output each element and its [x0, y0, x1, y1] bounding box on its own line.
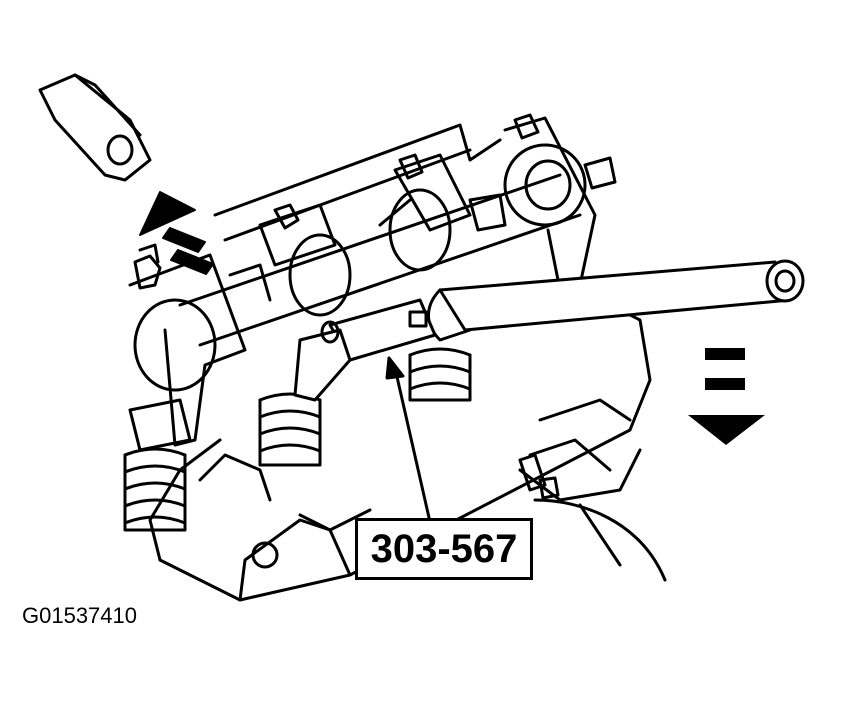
tool-number-callout: 303-567 — [355, 518, 533, 580]
bearing-cap-1 — [128, 243, 247, 447]
tool-number-label: 303-567 — [370, 526, 518, 571]
valve-spring-left — [123, 398, 192, 532]
camshaft — [133, 143, 587, 392]
bearing-cap-3 — [393, 153, 507, 232]
roller-rocker-arm — [38, 73, 152, 182]
arrow-push-down — [688, 348, 765, 445]
bearing-cap-2 — [258, 203, 337, 267]
valve-spring-middle — [258, 392, 322, 467]
valve-spring-right — [408, 347, 472, 402]
arrow-lift-out — [139, 191, 214, 275]
callout-leader — [385, 356, 432, 524]
figure-id: G01537410 — [22, 603, 137, 628]
bearing-cap-4 — [503, 113, 617, 292]
fastener — [518, 453, 560, 500]
cylinder-head — [148, 123, 667, 602]
compressor-tool-303-567 — [293, 259, 805, 402]
